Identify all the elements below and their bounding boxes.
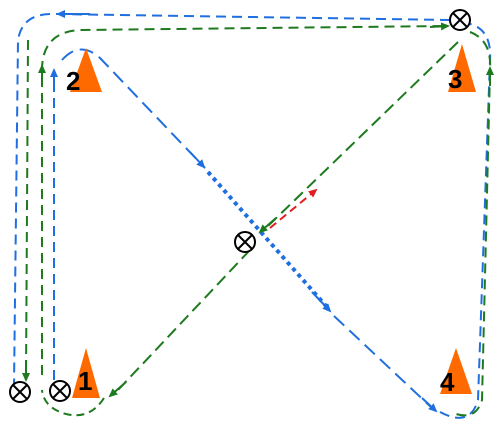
blue-dotted-middle: [206, 170, 328, 308]
blue-arrow-diag-2: [311, 291, 332, 313]
green-arrow-center: [258, 217, 277, 234]
cone-4-shape: [440, 348, 472, 394]
blue-path-diagonal: [61, 48, 206, 169]
green-path-right: [455, 31, 492, 417]
blue-arrow-diag-1: [189, 151, 206, 169]
cone-3-shape: [448, 44, 476, 92]
player-marker-center: [234, 231, 256, 253]
cone-1-shape: [72, 348, 100, 398]
cone-4: 4: [440, 348, 472, 397]
cone-4-label: 4: [440, 367, 455, 397]
cone-3: 3: [448, 44, 476, 94]
cone-2: 2: [66, 48, 102, 96]
cone-2-shape: [70, 48, 102, 92]
cone-1: 1: [72, 348, 100, 398]
green-arrow-to-1: [108, 381, 127, 398]
green-path-bottom-loop: [41, 389, 105, 417]
blue-path-outer: [13, 12, 451, 386]
green-path-left-down: [25, 39, 29, 379]
blue-path-to-4: [333, 315, 433, 409]
green-path-diag-lower: [117, 249, 251, 391]
cone-1-label: 1: [78, 366, 92, 396]
player-marker-top-right: [449, 9, 471, 31]
blue-arrow-diag-3: [421, 397, 438, 413]
green-path-top: [41, 25, 446, 375]
green-path-diag-upper: [267, 41, 459, 227]
green-arrow-top-right: [429, 22, 450, 31]
blue-path-loop-right: [439, 23, 492, 419]
player-marker-bottom-left-inner: [49, 380, 71, 402]
player-marker-bottom-left-outer: [9, 381, 31, 403]
red-arrow: [269, 188, 318, 229]
cone-3-label: 3: [448, 64, 462, 94]
cone-2-label: 2: [66, 66, 80, 96]
